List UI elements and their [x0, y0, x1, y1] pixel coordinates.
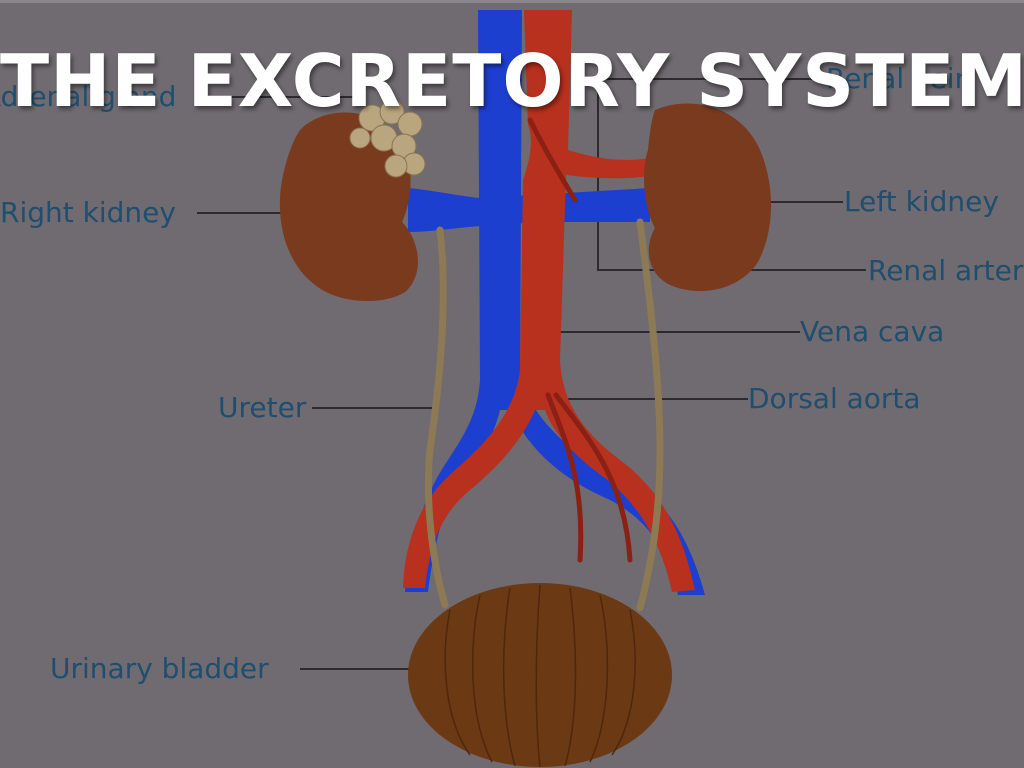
- aorta-branches: [527, 117, 633, 563]
- label-right-kidney: Right kidney: [0, 196, 176, 229]
- bladder-ridges: [444, 584, 636, 768]
- label-renal-artery: Renal artery: [868, 254, 1024, 287]
- urinary-bladder-shape: [408, 583, 672, 767]
- slide-title: THE EXCRETORY SYSTEM: [0, 39, 1024, 123]
- label-adrenal-gland: Adrenal gland: [0, 80, 177, 113]
- frame-top-border: [0, 0, 1024, 3]
- label-urinary-bladder: Urinary bladder: [50, 652, 269, 685]
- right-kidney-shape: [279, 112, 418, 302]
- bladder-ridge: [589, 594, 609, 763]
- bladder-ridge: [502, 587, 516, 767]
- bladder-ridge: [611, 609, 636, 756]
- left-ureter: [636, 218, 664, 612]
- adrenal-lobe: [349, 127, 371, 149]
- label-vena-cava: Vena cava: [800, 315, 945, 348]
- bladder-ridge: [444, 609, 471, 756]
- renal-artery-branch: [527, 117, 578, 203]
- leader-renal-artery: [597, 80, 866, 271]
- adrenal-gland-shape: [349, 99, 426, 178]
- bladder-ridge: [535, 584, 541, 768]
- label-dorsal-aorta: Dorsal aorta: [748, 382, 921, 415]
- aorta-branch-left: [545, 392, 584, 563]
- dorsal-aorta-shape: [403, 10, 695, 592]
- adrenal-lobe: [384, 154, 408, 178]
- right-ureter: [424, 226, 449, 609]
- left-kidney-shape: [644, 103, 772, 292]
- adrenal-lobe: [379, 99, 405, 125]
- label-renal-vein: Renal vein: [826, 62, 973, 95]
- label-ureter: Ureter: [218, 391, 307, 424]
- bladder-ridge: [564, 587, 577, 767]
- ureters: [424, 218, 664, 612]
- aorta-branch-right: [553, 392, 633, 563]
- bladder-ridge: [472, 594, 493, 763]
- label-left-kidney: Left kidney: [844, 185, 999, 218]
